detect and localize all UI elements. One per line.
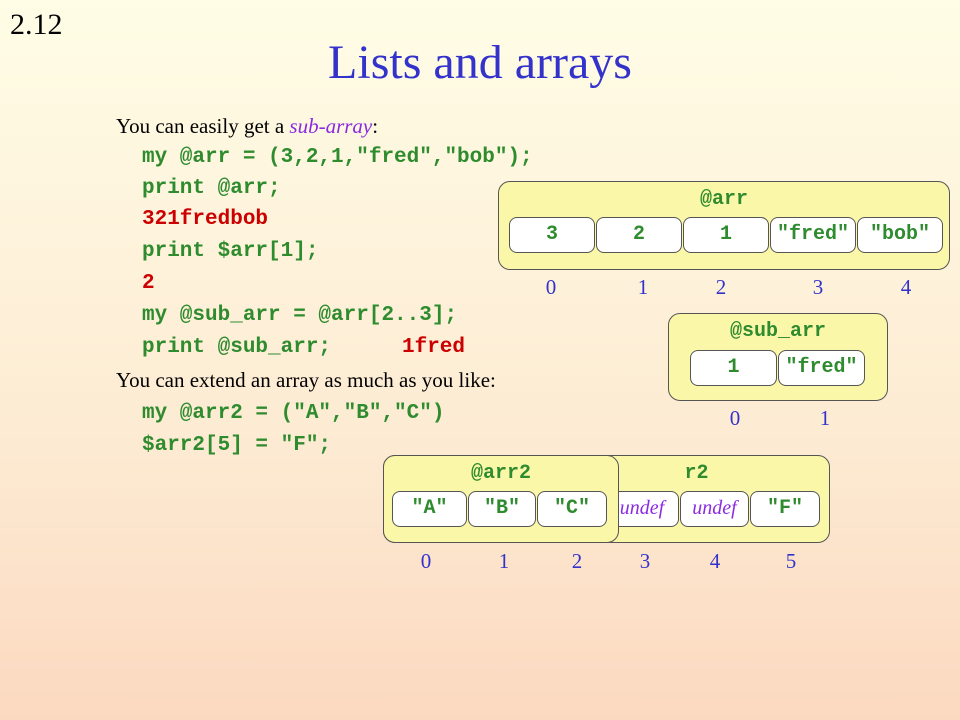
intro-text-pre: You can easily get a bbox=[116, 114, 290, 138]
arr-cell: 3 bbox=[509, 217, 595, 253]
extend-text: You can extend an array as much as you l… bbox=[116, 368, 496, 392]
arr2-original-label: @arr2 bbox=[470, 462, 531, 485]
arr-cell: "bob" bbox=[857, 217, 943, 253]
arr-index: 3 bbox=[812, 275, 824, 299]
output-line-2: 321fredbob bbox=[142, 208, 269, 231]
intro-text: You can easily get a sub-array: bbox=[116, 114, 378, 139]
arr2-cell: "C" bbox=[537, 491, 607, 527]
arr2-index: 0 bbox=[420, 549, 432, 573]
arr-index: 4 bbox=[900, 275, 912, 299]
arr2-index: 1 bbox=[498, 549, 510, 573]
arr2-undef-cell: undef bbox=[680, 491, 749, 527]
sub-arr-cell: "fred" bbox=[778, 350, 865, 386]
arr-index: 2 bbox=[715, 275, 727, 299]
sub-arr-index: 0 bbox=[729, 406, 741, 430]
code-line-1: my @arr = (3,2,1,"fred","bob"); bbox=[142, 146, 533, 169]
arr2-cell: "F" bbox=[750, 491, 820, 527]
sub-arr-index: 1 bbox=[819, 406, 831, 430]
arr-index: 1 bbox=[637, 275, 649, 299]
arr2-index: 2 bbox=[571, 549, 583, 573]
arr2-index: 3 bbox=[639, 549, 651, 573]
intro-text-post: : bbox=[372, 114, 379, 138]
code-line-2: print @arr; bbox=[142, 177, 281, 200]
code-line-7: $arr2[5] = "F"; bbox=[142, 434, 332, 457]
code-line-6: my @arr2 = ("A","B","C") bbox=[142, 402, 445, 425]
arr-label: @arr bbox=[699, 188, 748, 211]
arr-cell: "fred" bbox=[770, 217, 856, 253]
arr-cell: 2 bbox=[596, 217, 682, 253]
arr2-index: 5 bbox=[785, 549, 797, 573]
arr-index: 0 bbox=[545, 275, 557, 299]
arr2-cell: "B" bbox=[468, 491, 536, 527]
arr-cell: 1 bbox=[683, 217, 769, 253]
arr2-cell: "A" bbox=[392, 491, 467, 527]
intro-text-emphasis: sub-array bbox=[289, 114, 373, 138]
slide-number: 2.12 bbox=[10, 8, 63, 41]
slide-title: Lists and arrays bbox=[328, 36, 632, 89]
sub-arr-label: @sub_arr bbox=[729, 320, 826, 343]
code-line-3: print $arr[1]; bbox=[142, 240, 319, 263]
code-line-5: print @sub_arr; bbox=[142, 336, 332, 359]
output-line-5: 1fred bbox=[402, 336, 466, 359]
arr2-index: 4 bbox=[709, 549, 721, 573]
code-line-4: my @sub_arr = @arr[2..3]; bbox=[142, 304, 458, 327]
sub-arr-cell: 1 bbox=[690, 350, 777, 386]
arr2-extended-label: r2 bbox=[684, 462, 709, 485]
output-line-3: 2 bbox=[142, 272, 155, 295]
